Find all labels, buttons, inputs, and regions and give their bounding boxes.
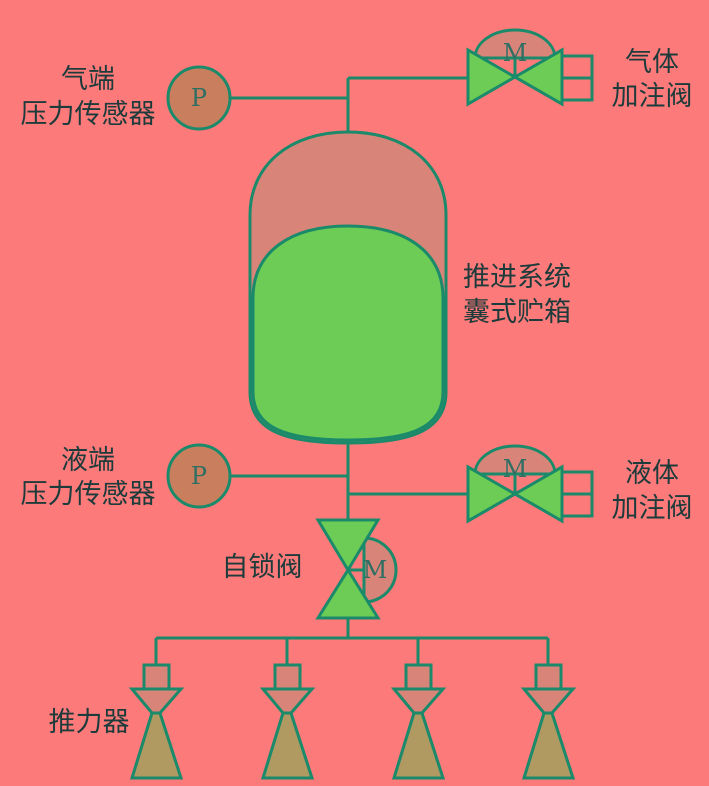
thruster-3-nozzle xyxy=(391,711,446,780)
bladder-tank xyxy=(248,130,448,445)
gas-fill-valve: M xyxy=(466,28,594,107)
liquid-valve-label-line2: 加注阀 xyxy=(612,493,693,524)
thruster-2-body xyxy=(273,663,302,691)
latch-valve-motor-symbol: M xyxy=(363,556,388,584)
thruster-3-body xyxy=(404,663,433,691)
tank-label-line2: 囊式贮箱 xyxy=(463,297,571,328)
latch-valve-bottom-triangle xyxy=(315,567,381,620)
liquid-pressure-sensor: P xyxy=(166,443,232,509)
latch-valve: M xyxy=(315,518,398,620)
gas-sensor-label-line1: 气端 xyxy=(61,64,115,95)
gas-pressure-sensor: P xyxy=(166,65,232,131)
liquid-valve-left-triangle xyxy=(466,464,519,524)
gas-valve-motor-dome xyxy=(473,28,557,60)
gas-sensor-label-line2: 压力传感器 xyxy=(21,99,156,130)
thruster-2-nozzle xyxy=(260,711,315,780)
gas-pressure-sensor-circle xyxy=(166,65,232,131)
liquid-valve-label-line1: 液体 xyxy=(625,458,679,489)
thruster-4-nozzle xyxy=(521,711,576,780)
gas-valve-coupling-bracket xyxy=(562,54,594,102)
thruster-2 xyxy=(259,663,316,780)
thruster-3 xyxy=(390,663,447,780)
gas-valve-label-line2: 加注阀 xyxy=(612,81,693,112)
piping xyxy=(154,76,550,665)
thruster-1-nozzle xyxy=(129,711,184,780)
thruster-1-body xyxy=(142,663,171,691)
thrusters-label: 推力器 xyxy=(49,707,130,738)
gas-valve-left-triangle xyxy=(466,47,519,107)
tank-bladder-liquid xyxy=(251,224,445,442)
liquid-pressure-sensor-circle xyxy=(166,443,232,509)
latch-valve-label: 自锁阀 xyxy=(222,552,303,583)
liquid-fill-valve: M xyxy=(466,444,594,524)
gas-valve-label-line1: 气体 xyxy=(625,47,679,78)
tank-label-line1: 推进系统 xyxy=(463,262,571,293)
liquid-sensor-label-line1: 液端 xyxy=(61,445,115,476)
liquid-valve-coupling-bracket xyxy=(562,470,594,518)
liquid-valve-motor-dome xyxy=(473,444,557,476)
latch-valve-top-triangle xyxy=(315,518,381,573)
gas-valve-motor-symbol: M xyxy=(503,39,528,67)
gas-pressure-sensor-symbol: P xyxy=(191,84,207,112)
liquid-valve-motor-symbol: M xyxy=(503,455,528,483)
liquid-sensor-label-line2: 压力传感器 xyxy=(21,479,156,510)
latch-valve-motor-dome xyxy=(362,536,398,604)
thruster-4-body xyxy=(534,663,563,691)
thruster-1 xyxy=(128,663,185,780)
liquid-pressure-sensor-symbol: P xyxy=(191,462,207,490)
thruster-4 xyxy=(520,663,577,780)
